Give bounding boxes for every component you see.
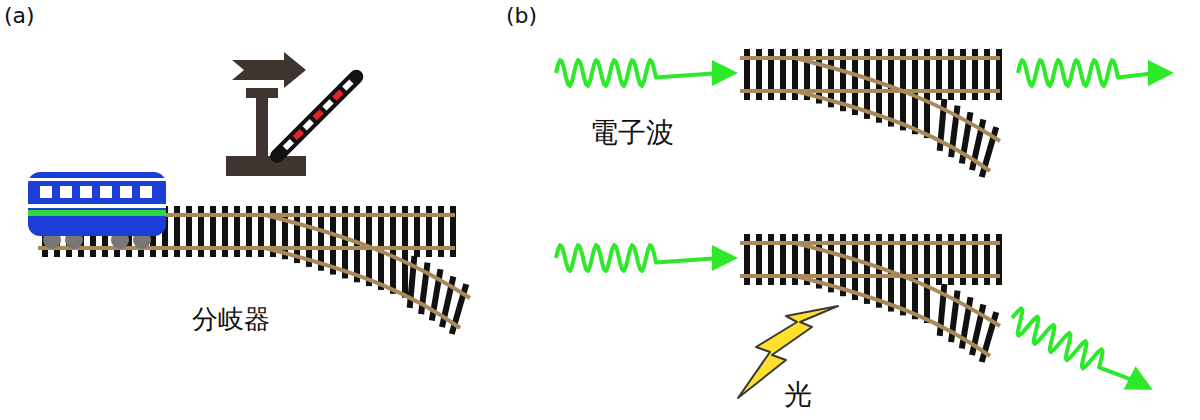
sleeper (876, 234, 882, 308)
panel-label: (a) (4, 4, 35, 28)
railway-switch-tracks (38, 49, 1002, 363)
rail (38, 246, 455, 250)
rail (795, 276, 990, 356)
rail (740, 56, 1000, 60)
sleeper (924, 234, 930, 323)
rail (795, 91, 990, 171)
railway-signal (226, 52, 366, 176)
sleeper (402, 206, 408, 298)
switch-label: 分岐器 (192, 305, 270, 334)
rail (740, 89, 1000, 93)
rail (740, 274, 1000, 278)
sleeper (924, 49, 930, 138)
railway-switch (740, 49, 1002, 178)
light-label: 光 (784, 380, 812, 411)
sleeper (876, 49, 882, 123)
panel-label: (b) (506, 4, 537, 28)
wave-arrow (1006, 306, 1159, 401)
rail (740, 241, 1000, 245)
train-car (28, 172, 166, 249)
wave-label: 電子波 (590, 118, 674, 149)
electron-waves (556, 60, 1174, 401)
wave-arrow (556, 245, 738, 271)
wave-arrow (1018, 60, 1174, 86)
wave-arrow (556, 60, 738, 86)
rail (265, 248, 460, 328)
